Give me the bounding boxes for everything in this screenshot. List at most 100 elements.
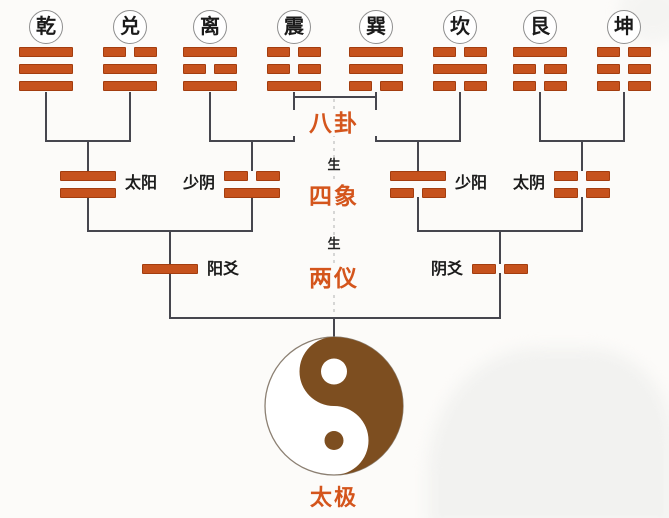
yin-line-segment [628,81,651,91]
yin-line-segment [504,264,528,274]
sixiang-label: 四象 [284,183,384,209]
scan-smudge [428,348,669,518]
yang-line [349,64,403,74]
yang-line-segment [19,81,73,91]
yin-line [433,47,487,57]
yin-line-segment [464,47,487,57]
yin-line-segment [464,81,487,91]
yang-line [142,264,198,274]
four-image-label: 太阳 [125,175,158,192]
yin-line-segment [298,64,321,74]
yang-line [19,64,73,74]
trigram-name-circle: 坎 [443,10,477,44]
sheng-label-top: 生 [319,157,349,173]
yin-line-segment [597,81,620,91]
yin-line-segment [380,81,403,91]
yin-line-segment [544,64,567,74]
trigram-name-circle: 兑 [113,10,147,44]
yin-line-segment [433,47,456,57]
yang-line [513,47,567,57]
yin-line-segment [544,81,567,91]
yin-line [554,171,610,181]
yang-line-segment [349,64,403,74]
yin-line-segment [224,171,248,181]
yang-line-segment [103,81,157,91]
yin-line-segment [256,171,280,181]
yang-line [433,64,487,74]
yin-line-segment [214,64,237,74]
yang-line [390,171,446,181]
yang-line-segment [183,81,237,91]
yang-line [103,64,157,74]
yin-line-segment [586,188,610,198]
yin-line-segment [422,188,446,198]
yin-line [597,47,651,57]
taiji-dark-eye [324,431,344,450]
yang-line [183,81,237,91]
yang-line [19,81,73,91]
yin-line-segment [433,81,456,91]
yin-line-segment [597,64,620,74]
yin-line-segment [586,171,610,181]
yang-line-segment [19,64,73,74]
yin-line-segment [134,47,157,57]
yang-line-segment [60,171,116,181]
yin-line [267,64,321,74]
yin-line [433,81,487,91]
yang-line [60,188,116,198]
yin-line-segment [628,64,651,74]
yin-line-segment [472,264,496,274]
yin-line [390,188,446,198]
yang-line-segment [433,64,487,74]
sheng-label-bottom: 生 [319,236,349,252]
yin-line [349,81,403,91]
taiji-symbol [264,336,404,476]
yin-line [183,64,237,74]
taiji-white-eye [321,358,347,385]
yin-line-segment [298,47,321,57]
trigram-name-circle: 巽 [359,10,393,44]
yang-line [183,47,237,57]
yang-line [103,81,157,91]
yang-line-segment [60,188,116,198]
yin-line [597,81,651,91]
yin-line-segment [597,47,620,57]
four-image-label: 太阴 [512,175,545,192]
yang-line-segment [267,81,321,91]
trigram-name-circle: 艮 [523,10,557,44]
yang-line [60,171,116,181]
four-image-label: 少阳 [455,175,488,192]
yang-line-segment [19,47,73,57]
yang-line-segment [224,188,280,198]
taiji-label: 太极 [309,485,358,510]
yang-line-segment [142,264,198,274]
trigram-name-circle: 坤 [607,10,641,44]
yin-line-segment [513,81,536,91]
yang-line [349,47,403,57]
trigram-name-circle: 乾 [29,10,63,44]
yao-label: 阴爻 [430,261,463,278]
yin-line-segment [349,81,372,91]
yang-line [224,188,280,198]
yin-line [513,64,567,74]
yang-line [267,81,321,91]
yang-line-segment [513,47,567,57]
yin-line [224,171,280,181]
yang-line-segment [183,47,237,57]
yin-line-segment [513,64,536,74]
yin-line-segment [183,64,206,74]
yin-line [103,47,157,57]
trigram-name-circle: 震 [277,10,311,44]
yin-line [267,47,321,57]
yin-line-segment [390,188,414,198]
trigram-name-circle: 离 [193,10,227,44]
yin-line [597,64,651,74]
yin-line-segment [267,47,290,57]
yang-line-segment [349,47,403,57]
yao-label: 阳爻 [207,261,240,278]
four-image-label: 少阴 [182,175,215,192]
yin-line [472,264,528,274]
yin-line-segment [628,47,651,57]
yin-line [554,188,610,198]
